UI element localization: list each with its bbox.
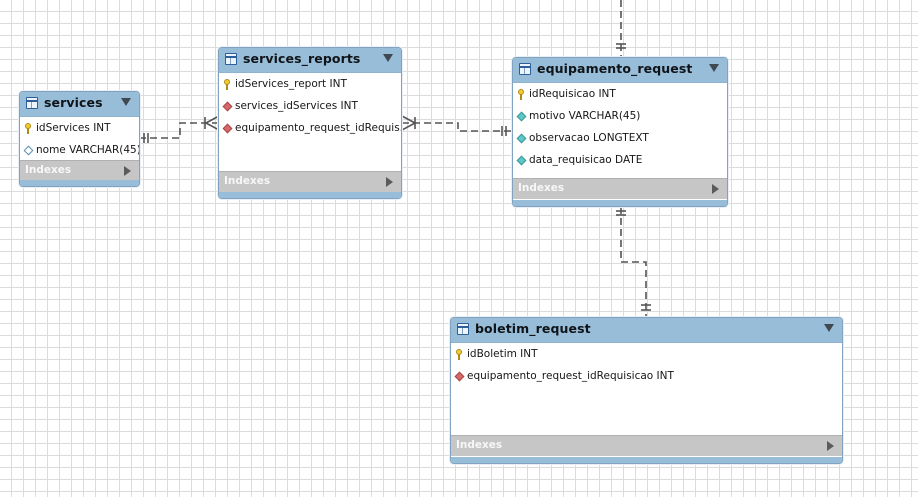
column-label: data_requisicao DATE bbox=[529, 154, 643, 166]
indexes-bar[interactable]: Indexes bbox=[219, 171, 401, 192]
indexes-label: Indexes bbox=[224, 175, 271, 187]
collapse-arrow-icon[interactable] bbox=[709, 64, 719, 72]
column-label: observacao LONGTEXT bbox=[529, 132, 649, 144]
table-icon bbox=[519, 63, 531, 75]
column-label: motivo VARCHAR(45) bbox=[529, 110, 641, 122]
indexes-label: Indexes bbox=[456, 439, 503, 451]
indexes-bar[interactable]: Indexes bbox=[451, 435, 842, 456]
column-row[interactable]: idServices INT bbox=[20, 117, 139, 139]
foreign-key-icon bbox=[223, 123, 232, 134]
collapse-arrow-icon[interactable] bbox=[383, 54, 393, 62]
column-attribute-icon bbox=[517, 111, 526, 122]
column-attribute-icon bbox=[517, 133, 526, 144]
indexes-bar[interactable]: Indexes bbox=[20, 160, 139, 181]
primary-key-icon bbox=[517, 88, 526, 100]
table-footer bbox=[219, 192, 401, 198]
column-label: equipamento_request_idRequis... bbox=[235, 122, 401, 134]
indexes-label: Indexes bbox=[25, 164, 72, 176]
table-footer bbox=[20, 180, 139, 186]
column-row[interactable]: idRequisicao INT bbox=[513, 83, 727, 105]
column-label: idRequisicao INT bbox=[529, 88, 616, 100]
nullable-column-icon bbox=[24, 145, 33, 156]
column-attribute-icon bbox=[517, 155, 526, 166]
relationship-equipamento-request-services-reports[interactable] bbox=[401, 115, 513, 136]
indexes-label: Indexes bbox=[518, 182, 565, 194]
table-equipamento-request[interactable]: equipamento_request idRequisicao INT mot… bbox=[512, 57, 728, 207]
column-row[interactable]: nome VARCHAR(45) bbox=[20, 139, 139, 161]
column-row[interactable]: equipamento_request_idRequisicao INT bbox=[451, 365, 842, 387]
column-row[interactable]: equipamento_request_idRequis... bbox=[219, 117, 401, 139]
column-row[interactable]: idBoletim INT bbox=[451, 343, 842, 365]
expand-arrow-icon[interactable] bbox=[386, 177, 393, 187]
table-title: services bbox=[44, 95, 103, 110]
collapse-arrow-icon[interactable] bbox=[121, 98, 131, 106]
column-label: idBoletim INT bbox=[467, 348, 538, 360]
foreign-key-icon bbox=[455, 371, 464, 382]
table-icon bbox=[26, 97, 38, 109]
collapse-arrow-icon[interactable] bbox=[824, 324, 834, 332]
expand-arrow-icon[interactable] bbox=[712, 184, 719, 194]
indexes-bar[interactable]: Indexes bbox=[513, 178, 727, 199]
relationship-services-services-reports[interactable] bbox=[139, 115, 220, 143]
primary-key-icon bbox=[24, 122, 33, 134]
table-title: boletim_request bbox=[475, 321, 591, 336]
table-services[interactable]: services idServices INT nome VARCHAR(45)… bbox=[19, 91, 140, 187]
table-title: services_reports bbox=[243, 51, 361, 66]
table-footer bbox=[451, 457, 842, 463]
column-label: idServices_report INT bbox=[235, 78, 347, 90]
column-row[interactable]: data_requisicao DATE bbox=[513, 149, 727, 171]
column-row[interactable]: observacao LONGTEXT bbox=[513, 127, 727, 149]
table-boletim-request[interactable]: boletim_request idBoletim INT equipament… bbox=[450, 317, 843, 464]
expand-arrow-icon[interactable] bbox=[124, 166, 131, 176]
primary-key-icon bbox=[455, 348, 464, 360]
table-header[interactable]: equipamento_request bbox=[513, 58, 727, 83]
table-header[interactable]: boletim_request bbox=[451, 318, 842, 343]
table-footer bbox=[513, 200, 727, 206]
column-label: idServices INT bbox=[36, 122, 111, 134]
foreign-key-icon bbox=[223, 101, 232, 112]
column-label: equipamento_request_idRequisicao INT bbox=[467, 370, 674, 382]
table-icon bbox=[457, 323, 469, 335]
table-header[interactable]: services bbox=[20, 92, 139, 117]
column-label: services_idServices INT bbox=[235, 100, 358, 112]
table-icon bbox=[225, 53, 237, 65]
column-label: nome VARCHAR(45) bbox=[36, 144, 139, 156]
column-row[interactable]: motivo VARCHAR(45) bbox=[513, 105, 727, 127]
table-header[interactable]: services_reports bbox=[219, 48, 401, 73]
expand-arrow-icon[interactable] bbox=[827, 441, 834, 451]
primary-key-icon bbox=[223, 78, 232, 90]
relationship-offscreen-equipamento-request[interactable] bbox=[616, 0, 626, 58]
table-title: equipamento_request bbox=[537, 61, 693, 76]
column-row[interactable]: idServices_report INT bbox=[219, 73, 401, 95]
column-row[interactable]: services_idServices INT bbox=[219, 95, 401, 117]
relationship-equipamento-request-boletim-request[interactable] bbox=[616, 207, 651, 318]
table-services-reports[interactable]: services_reports idServices_report INT s… bbox=[218, 47, 402, 199]
